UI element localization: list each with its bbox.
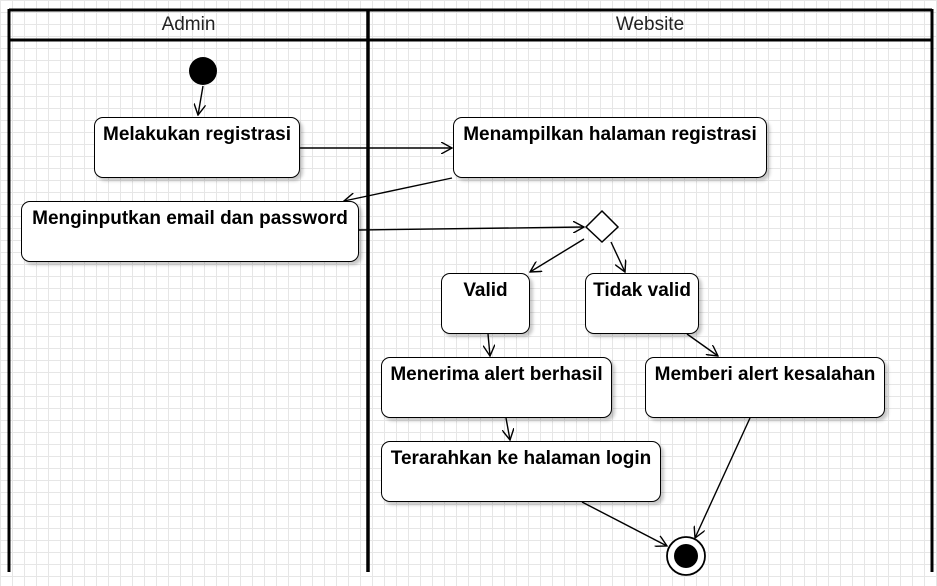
decision-node <box>584 209 620 244</box>
lane-header-website: Website <box>615 13 685 35</box>
initial-node <box>189 57 217 85</box>
flow-decision-to-valid <box>530 238 585 272</box>
flow-tampil-to-input <box>344 177 453 201</box>
flow-start-to-registrasi <box>198 85 203 115</box>
flow-terima-to-login <box>506 417 510 440</box>
action-tidak-valid: Tidak valid <box>585 273 699 334</box>
flow-input-to-decision <box>358 227 584 230</box>
swimlane-frame <box>7 8 934 572</box>
action-menampilkan-halaman-registrasi: Menampilkan halaman registrasi <box>453 117 767 178</box>
final-node <box>666 536 706 576</box>
flow-tidak-valid-to-beri <box>686 333 718 356</box>
action-melakukan-registrasi: Melakukan registrasi <box>94 117 300 178</box>
action-menginputkan-email-password: Menginputkan email dan password <box>21 201 359 262</box>
lane-header-admin: Admin <box>161 13 216 35</box>
flow-valid-to-terima <box>488 333 490 356</box>
flow-login-to-end <box>581 501 667 546</box>
action-menerima-alert-berhasil: Menerima alert berhasil <box>381 357 612 418</box>
flow-decision-to-tidak-valid <box>610 241 625 272</box>
action-valid: Valid <box>441 273 530 334</box>
action-memberi-alert-kesalahan: Memberi alert kesalahan <box>645 357 885 418</box>
flow-beri-to-end <box>695 417 751 538</box>
action-terarahkan-halaman-login: Terarahkan ke halaman login <box>381 441 661 502</box>
